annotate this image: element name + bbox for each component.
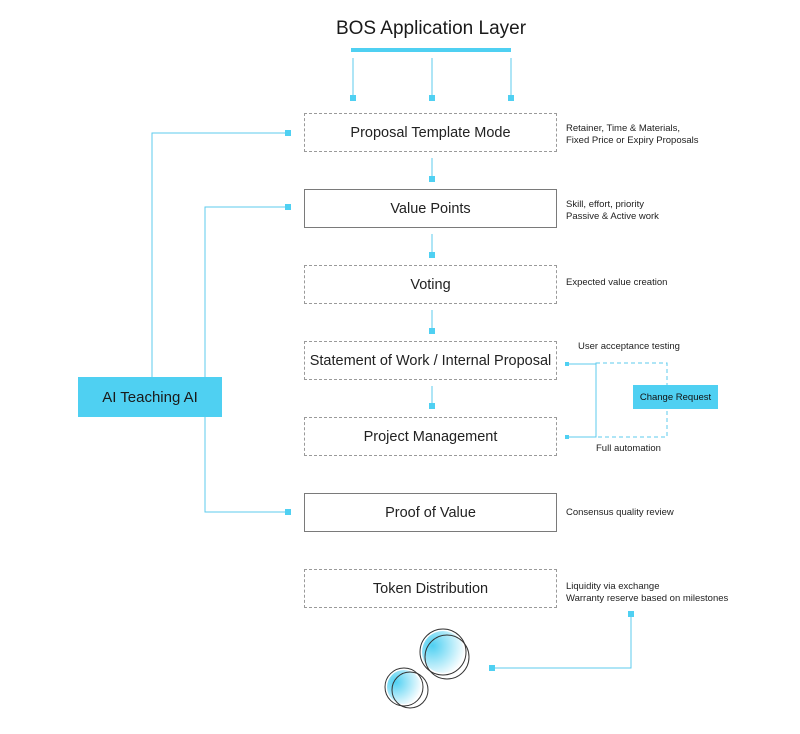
note-line: Expected value creation [566,277,668,288]
step-label: Voting [410,276,451,293]
note-line: Passive & Active work [566,211,659,222]
step-statement-of-work: Statement of Work / Internal Proposal [304,341,557,380]
note-line: Liquidity via exchange [566,581,660,592]
full-automation-label: Full automation [596,443,661,454]
note-proof-of-value: Consensus quality review [566,507,674,519]
title-underline [351,48,511,52]
step-proof-of-value: Proof of Value [304,493,557,532]
note-proposal-template-mode: Retainer, Time & Materials, Fixed Price … [566,123,699,147]
step-label: Value Points [390,200,471,217]
step-label: Statement of Work / Internal Proposal [309,352,552,369]
note-line: Warranty reserve based on milestones [566,593,729,604]
note-line: Consensus quality review [566,507,674,518]
step-label: Proof of Value [385,504,476,521]
diagram-title: BOS Application Layer [335,18,527,39]
note-voting: Expected value creation [566,277,667,289]
note-line: Retainer, Time & Materials, [566,123,681,134]
step-proposal-template-mode: Proposal Template Mode [304,113,557,152]
step-token-distribution: Token Distribution [304,569,557,608]
ai-teaching-ai-box: AI Teaching AI [78,377,222,417]
step-label: Token Distribution [372,580,489,597]
token-coins-icon [384,628,470,709]
step-label: Project Management [363,428,498,445]
step-label: Proposal Template Mode [350,124,511,141]
change-request-box: Change Request [633,385,718,409]
uat-label: User acceptance testing [578,341,680,352]
note-line: Skill, effort, priority [566,199,644,210]
note-token-distribution: Liquidity via exchange Warranty reserve … [566,581,728,605]
step-project-management: Project Management [304,417,557,456]
step-value-points: Value Points [304,189,557,228]
note-value-points: Skill, effort, priority Passive & Active… [566,199,659,223]
step-voting: Voting [304,265,557,304]
note-line: Fixed Price or Expiry Proposals [566,135,699,146]
